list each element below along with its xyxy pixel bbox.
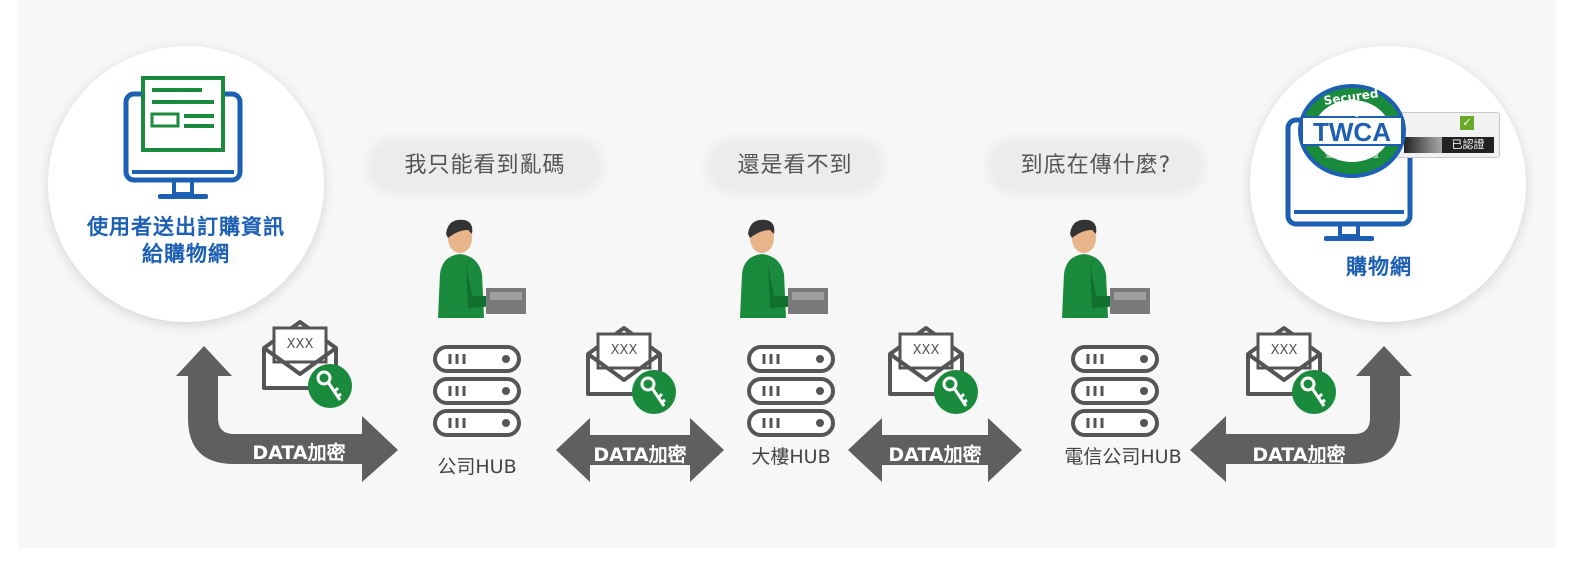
arrow-label-1: DATA加密: [252, 442, 346, 464]
hub-label-building: 大樓HUB: [751, 446, 831, 468]
arrow-label-2: DATA加密: [593, 444, 687, 466]
hub-label-telecom: 電信公司HUB: [1064, 446, 1182, 468]
verified-check-icon: ✓: [1460, 116, 1474, 130]
speech-bubble-2: 還是看不到: [711, 143, 879, 189]
server-icon: [433, 345, 521, 437]
encrypted-envelope-icon: [888, 326, 978, 414]
hub-label-company: 公司HUB: [437, 456, 517, 478]
double-arrow-3: [848, 418, 1022, 482]
envelope-text-4: XXX: [1270, 343, 1298, 358]
server-icon: [1071, 345, 1159, 437]
verified-badge-text: 已認證: [1442, 137, 1494, 153]
delivery-person-icon: [1062, 219, 1150, 318]
double-arrow-2: [556, 418, 724, 482]
user-node-label-line2: 給購物網: [142, 242, 230, 266]
arrow-label-4: DATA加密: [1252, 444, 1346, 466]
encrypted-envelope-icon: [1246, 326, 1336, 414]
user-node-label: 使用者送出訂購資訊 給購物網: [58, 214, 314, 268]
twca-seal-brand: TWCA: [1313, 117, 1391, 147]
computer-document-icon: [123, 76, 243, 199]
envelope-text-2: XXX: [610, 343, 638, 358]
arrow-left-up-right-end: [1190, 346, 1412, 482]
encrypted-envelope-icon: [586, 326, 676, 414]
arrow-left-up-right: [176, 346, 398, 482]
speech-bubble-1: 我只能看到亂碼: [372, 143, 598, 189]
twca-seal: [1298, 84, 1406, 178]
envelope-text-1: XXX: [286, 337, 314, 352]
envelope-text-3: XXX: [912, 343, 940, 358]
server-icon: [747, 345, 835, 437]
shop-node-label: 購物網: [1346, 255, 1412, 279]
twca-seal-bottom-text: 臺灣網路認證: [1324, 150, 1379, 160]
user-node-label-line1: 使用者送出訂購資訊: [87, 215, 285, 239]
shop-node-circle: [1250, 46, 1526, 322]
diagram-canvas: 使用者送出訂購資訊 給購物網 ✓ 已認證 Secured By TWCA 臺灣網…: [18, 0, 1556, 548]
speech-bubble-3: 到底在傳什麼?: [992, 143, 1200, 189]
encrypted-envelope-icon: [262, 320, 352, 408]
arrow-label-3: DATA加密: [888, 444, 982, 466]
delivery-person-icon: [740, 219, 828, 318]
delivery-person-icon: [438, 219, 526, 318]
